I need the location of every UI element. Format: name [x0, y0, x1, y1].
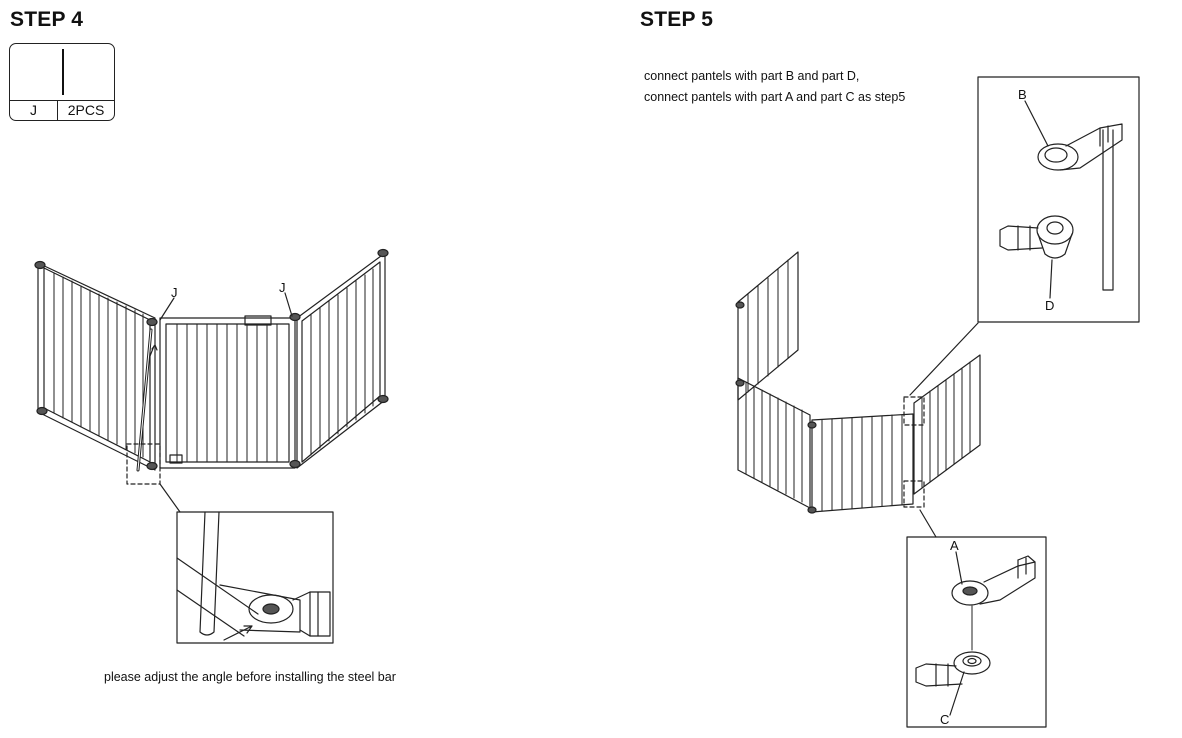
gate-panel-left [37, 262, 156, 471]
steel-bar-icon [62, 49, 64, 95]
step5-gate-illustration [735, 251, 981, 538]
instruction-line: connect pantels with part B and part D, [644, 69, 860, 83]
part-letter: J [30, 102, 37, 118]
gate-bars [310, 268, 374, 456]
gate-bars [53, 272, 144, 458]
table-divider [10, 100, 114, 101]
gate-panel-left [43, 267, 151, 463]
step5-detail-bd [977, 76, 1140, 323]
instruction-line: connect pantels with part A and part C a… [644, 90, 906, 104]
arrow-icon [223, 625, 253, 641]
part-label-c: C [940, 712, 949, 727]
installation-note: please adjust the angle before installin… [104, 670, 396, 684]
arrow-icon [149, 344, 158, 357]
gate-bars [176, 323, 278, 463]
callout-label-j: J [171, 285, 178, 300]
part-table: J 2PCS [9, 43, 115, 121]
gate-panel-right [296, 252, 386, 469]
step4-title: STEP 4 [10, 8, 84, 31]
step4-gate-illustration [34, 248, 389, 513]
detail-leader [159, 483, 181, 513]
step4-detail-view [176, 511, 334, 644]
part-quantity: 2PCS [67, 102, 105, 118]
part-label-b: B [1018, 87, 1027, 102]
callout-leader [284, 292, 293, 317]
callout-label-j: J [279, 280, 286, 295]
gate-panel-middle [159, 317, 296, 469]
part-label-d: D [1045, 298, 1054, 313]
step5-title: STEP 5 [640, 8, 714, 31]
step5-detail-ac [906, 536, 1047, 728]
steel-bar [137, 329, 152, 471]
gate-latch [169, 454, 183, 464]
detail-marker [126, 443, 161, 485]
callout-leader [159, 297, 175, 321]
gate-panel-right [301, 261, 381, 463]
table-divider [57, 100, 58, 120]
gate-latch [244, 315, 272, 326]
part-label-a: A [950, 538, 959, 553]
